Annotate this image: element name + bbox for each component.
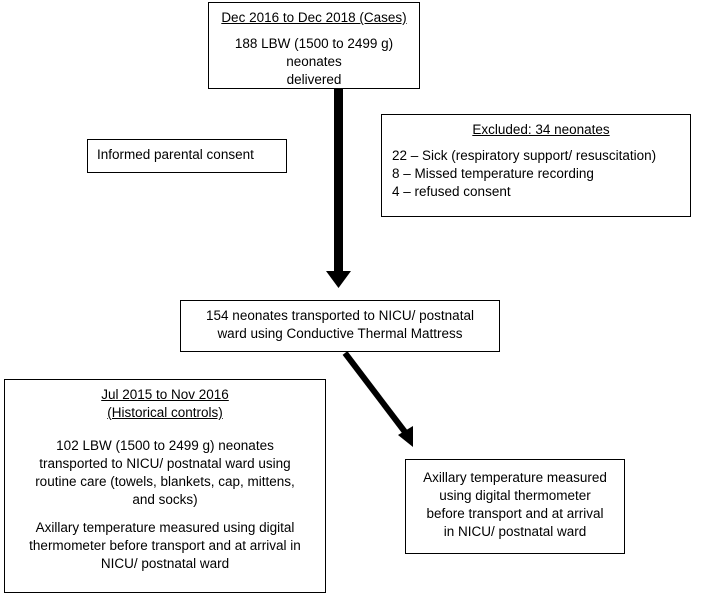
controls-p2-line: Axillary temperature measured using digi… [35,520,295,535]
cases-line-2: delivered [286,72,342,87]
transported-box: 154 neonates transported to NICU/ postna… [180,300,500,352]
cases-box: Dec 2016 to Dec 2018 (Cases) 188 LBW (15… [208,2,420,89]
consent-box: Informed parental consent [87,139,287,173]
axillary-box: Axillary temperature measured using digi… [405,459,625,554]
arrow-transported-to-axillary [342,351,413,447]
axillary-line: using digital thermometer [439,488,591,503]
excluded-title: Excluded: 34 neonates [472,122,610,137]
controls-p1-line: routine care (towels, blankets, cap, mit… [35,474,295,489]
excluded-item: 22 – Sick (respiratory support/ resuscit… [392,148,657,163]
axillary-line: before transport and at arrival [426,506,604,521]
cases-line-1: 188 LBW (1500 to 2499 g) neonates [234,36,394,69]
controls-p2-line: NICU/ postnatal ward [100,556,230,571]
arrow-cases-to-transported [326,89,351,288]
controls-box: Jul 2015 to Nov 2016 (Historical control… [4,379,326,593]
excluded-box: Excluded: 34 neonates 22 – Sick (respira… [381,114,691,217]
axillary-line: Axillary temperature measured [423,470,607,485]
excluded-item: 8 – Missed temperature recording [392,166,594,181]
cases-title: Dec 2016 to Dec 2018 (Cases) [221,10,407,25]
excluded-item: 4 – refused consent [392,184,511,199]
controls-title-1: Jul 2015 to Nov 2016 [101,387,229,402]
axillary-line: in NICU/ postnatal ward [443,524,587,539]
controls-paragraph-2: Axillary temperature measured using digi… [5,519,325,573]
controls-title-2: (Historical controls) [107,405,223,420]
transported-line-1: 154 neonates transported to NICU/ postna… [206,308,474,323]
controls-p1-line: and socks) [132,492,198,507]
controls-p1-line: 102 LBW (1500 to 2499 g) neonates [56,438,274,453]
controls-paragraph-1: 102 LBW (1500 to 2499 g) neonates transp… [5,437,325,509]
consent-text: Informed parental consent [97,147,254,162]
controls-p2-line: thermometer before transport and at arri… [29,538,301,553]
transported-line-2: ward using Conductive Thermal Mattress [217,326,463,341]
controls-p1-line: transported to NICU/ postnatal ward usin… [39,456,291,471]
